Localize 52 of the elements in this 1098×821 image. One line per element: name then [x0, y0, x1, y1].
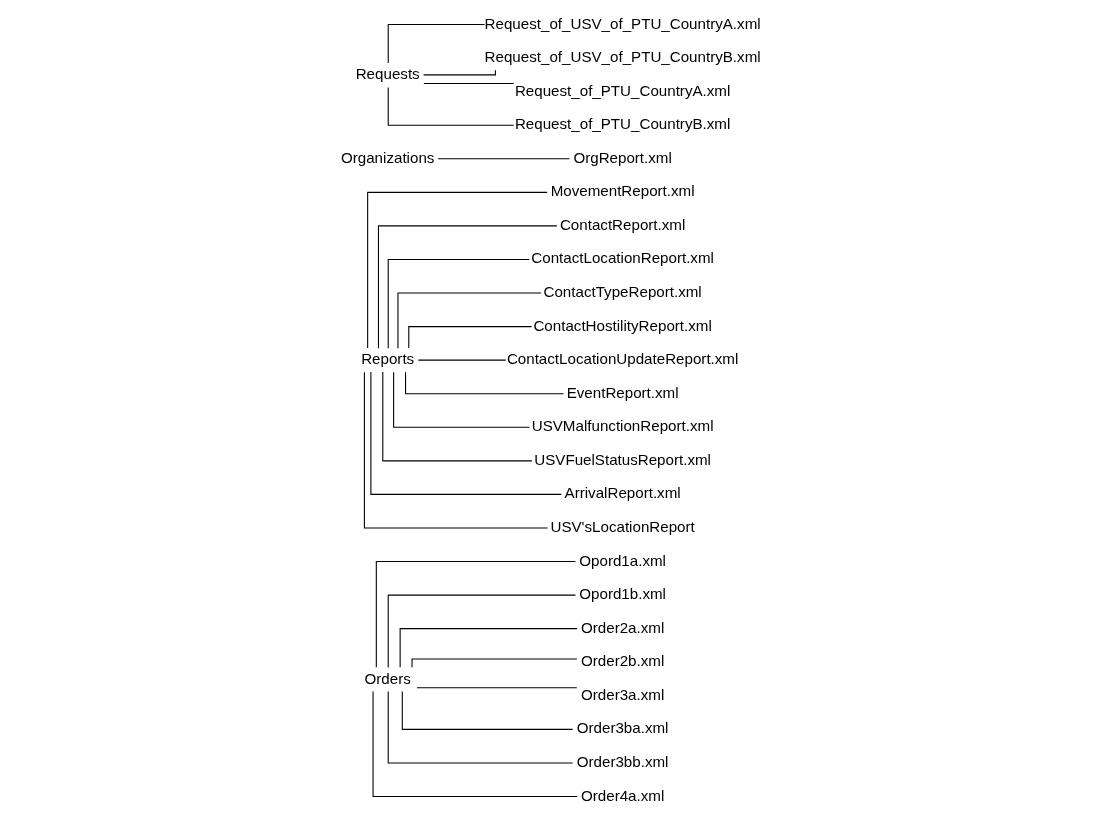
- node-text: Order2a.xml: [580, 618, 665, 636]
- node-text: OrgReport.xml: [573, 148, 672, 166]
- node-text: USVFuelStatusReport.xml: [534, 450, 711, 468]
- node-text: Order2b.xml: [580, 652, 665, 670]
- node-text: USVMalfunctionReport.xml: [531, 417, 714, 435]
- connector: [417, 359, 507, 361]
- node-text: Requests: [355, 65, 420, 83]
- connector: [416, 687, 578, 689]
- connector: [387, 86, 515, 126]
- connector: [437, 158, 570, 160]
- connector: [370, 371, 562, 495]
- node-text: ArrivalReport.xml: [564, 484, 681, 502]
- connector: [393, 371, 530, 428]
- connector: [363, 371, 549, 529]
- connector: [401, 691, 574, 730]
- node-text: Request_of_USV_of_PTU_CountryA.xml: [484, 14, 761, 32]
- connector: [387, 24, 486, 64]
- connector: [382, 371, 533, 462]
- node-text: Order4a.xml: [580, 786, 665, 804]
- node-text: Order3a.xml: [580, 685, 665, 703]
- node-text: ContactLocationUpdateReport.xml: [506, 350, 739, 368]
- node-text: Order3bb.xml: [576, 752, 669, 770]
- connector: [405, 371, 565, 395]
- connector: [375, 561, 576, 668]
- node-text: EventReport.xml: [566, 383, 679, 401]
- connector: [387, 594, 576, 668]
- node-text: Order3ba.xml: [576, 719, 669, 737]
- connector: [367, 191, 548, 349]
- node-text: Request_of_PTU_CountryB.xml: [514, 115, 731, 133]
- node-text: Reports: [361, 350, 415, 368]
- node-text: Opord1b.xml: [579, 585, 666, 603]
- node-text: ContactTypeReport.xml: [543, 283, 702, 301]
- node-text: Opord1a.xml: [579, 551, 666, 569]
- connector: [387, 690, 574, 764]
- connector: [408, 326, 533, 349]
- connector: [387, 258, 530, 349]
- node-text: Organizations: [340, 148, 435, 166]
- connector: [411, 658, 578, 668]
- connector: [423, 82, 515, 85]
- connector: [399, 628, 578, 668]
- node-text: ContactReport.xml: [559, 215, 686, 233]
- node-text: MovementReport.xml: [550, 182, 695, 200]
- node-text: Request_of_USV_of_PTU_CountryB.xml: [484, 48, 761, 66]
- node-text: ContactHostilityReport.xml: [533, 316, 712, 334]
- connector: [423, 69, 496, 76]
- connector: [397, 292, 542, 349]
- connector: [377, 225, 558, 349]
- node-text: ContactLocationReport.xml: [531, 249, 714, 267]
- node-text: Request_of_PTU_CountryA.xml: [514, 81, 731, 99]
- connector: [372, 691, 578, 797]
- node-text: USV'sLocationReport: [550, 517, 695, 535]
- node-text: Orders: [364, 669, 411, 687]
